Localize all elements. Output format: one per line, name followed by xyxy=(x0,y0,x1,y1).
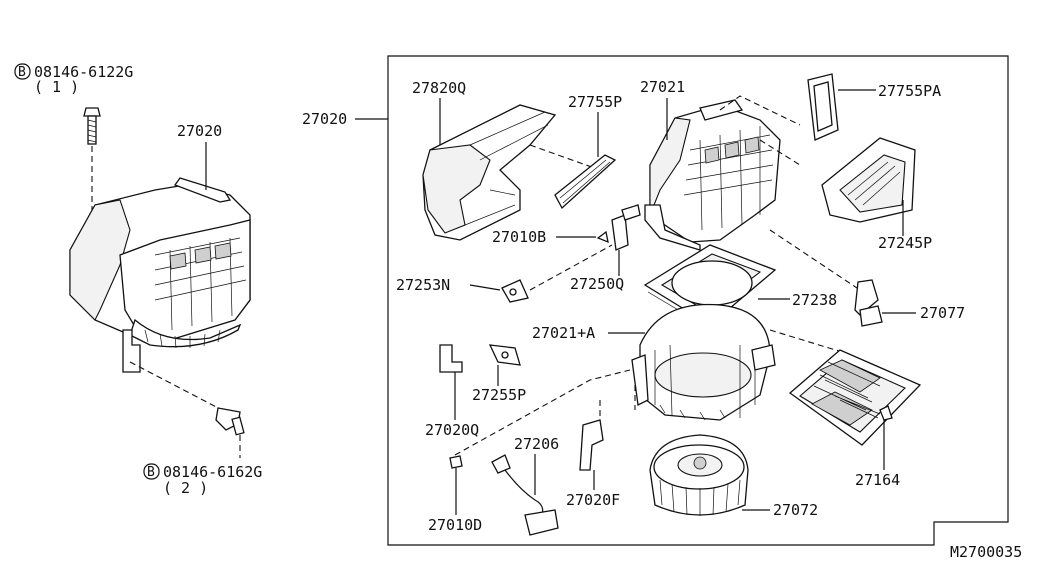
label-27021: 27021 xyxy=(640,78,685,96)
seal-27755p xyxy=(554,154,617,210)
intake-housing-27021 xyxy=(644,99,781,251)
bolt-symbol-icon-2 xyxy=(143,463,160,480)
bolt-part-number-2: 08146-6162G xyxy=(163,463,262,481)
bolt-symbol-1: B xyxy=(18,65,26,80)
bolt-quantity-1: ( 1 ) xyxy=(34,78,79,96)
label-27020f: 27020F xyxy=(566,491,620,509)
filter-frame-27245p xyxy=(821,137,916,223)
label-27020-left: 27020 xyxy=(177,122,222,140)
duct-27820q xyxy=(422,104,557,241)
bolt-bottom-icon xyxy=(215,407,245,436)
bolt-top-icon xyxy=(83,107,101,145)
bolt-part-number-1: 08146-6122G xyxy=(34,63,133,81)
label-27245p: 27245P xyxy=(878,234,932,252)
clip-27255p xyxy=(488,344,521,366)
harness-27206 xyxy=(491,454,559,536)
label-27021a: 27021+A xyxy=(532,324,595,342)
bracket-27253n xyxy=(501,279,529,303)
label-27820q: 27820Q xyxy=(412,79,466,97)
label-27755pa: 27755PA xyxy=(878,82,941,100)
label-27253n: 27253N xyxy=(396,276,450,294)
assembly-frame xyxy=(387,55,1009,546)
label-27255p: 27255P xyxy=(472,386,526,404)
label-27020-main: 27020 xyxy=(302,110,347,128)
label-27755p: 27755P xyxy=(568,93,622,111)
label-27020q: 27020Q xyxy=(425,421,479,439)
bolt-symbol-2: B xyxy=(147,465,155,480)
gasket-27238 xyxy=(643,244,777,331)
label-27010d: 27010D xyxy=(428,516,482,534)
blower-motor-27072 xyxy=(649,434,749,516)
resistor-27010d xyxy=(449,455,463,469)
label-27206: 27206 xyxy=(514,435,559,453)
blower-assembly-left: B 08146-6122G ( 1 ) B 08146-61 xyxy=(14,63,262,497)
bolt-symbol-icon-1 xyxy=(14,63,31,80)
gasket-27755pa xyxy=(807,73,839,141)
actuator-link-27010b xyxy=(596,204,641,251)
label-27077: 27077 xyxy=(920,304,965,322)
air-filter-27164 xyxy=(788,349,922,446)
blower-case-27021a xyxy=(631,303,776,421)
diagram-code: M2700035 xyxy=(950,543,1022,561)
label-27250q: 27250Q xyxy=(570,275,624,293)
bolt-quantity-2: ( 2 ) xyxy=(163,479,208,497)
label-27010b: 27010B xyxy=(492,228,546,246)
label-27072: 27072 xyxy=(773,501,818,519)
sensor-27077 xyxy=(854,279,883,327)
label-27164: 27164 xyxy=(855,471,900,489)
bracket-27020f xyxy=(579,419,604,471)
bracket-27020q xyxy=(439,344,463,373)
label-27238: 27238 xyxy=(792,291,837,309)
